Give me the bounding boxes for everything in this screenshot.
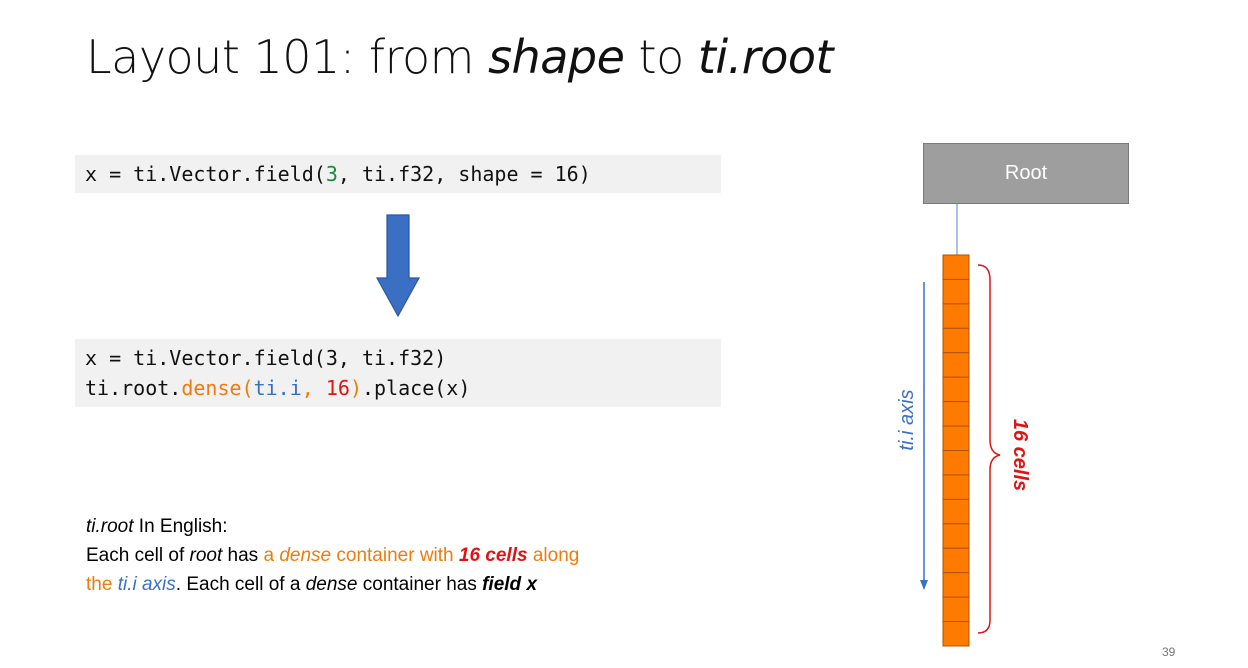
cell-1: [942, 278, 970, 305]
cell-3: [942, 327, 970, 354]
cell-12: [942, 547, 970, 574]
slide-title: Layout 101: from shape to ti.root: [86, 30, 834, 84]
cell-7: [942, 425, 970, 451]
cell-5: [942, 376, 970, 403]
code-line-1: x = ti.Vector.field(3, ti.f32): [85, 346, 447, 370]
cell-15: [942, 621, 970, 647]
cell-10: [942, 498, 970, 525]
english-body: Each cell of root has a dense container …: [86, 545, 580, 595]
cell-0: [942, 254, 970, 280]
cell-9: [942, 474, 970, 500]
title-root-word: ti.root: [697, 30, 834, 84]
code-line-2: ti.root.dense(ti.i, 16).place(x): [85, 376, 471, 400]
down-arrow-icon: [375, 214, 421, 318]
english-heading: ti.root In English:: [86, 516, 228, 537]
cell-4: [942, 352, 970, 378]
cell-11: [942, 523, 970, 549]
root-node: Root: [923, 143, 1129, 204]
cell-column: [942, 254, 970, 647]
code-block-layout: x = ti.Vector.field(3, ti.f32) ti.root.d…: [75, 339, 721, 407]
cell-14: [942, 596, 970, 623]
axis-label: ti.i axis: [896, 389, 918, 450]
page-number: 39: [1162, 645, 1176, 659]
cell-6: [942, 401, 970, 427]
cell-8: [942, 450, 970, 476]
cells-brace: [977, 264, 1001, 634]
english-explanation: ti.root In English: Each cell of root ha…: [86, 512, 706, 599]
code-block-shape: x = ti.Vector.field(3, ti.f32, shape = 1…: [75, 155, 721, 193]
cell-2: [942, 303, 970, 329]
cells-label: 16 cells: [1009, 419, 1031, 491]
cell-13: [942, 572, 970, 598]
title-shape-word: shape: [488, 30, 625, 84]
axis-arrowhead-icon: [920, 580, 928, 590]
